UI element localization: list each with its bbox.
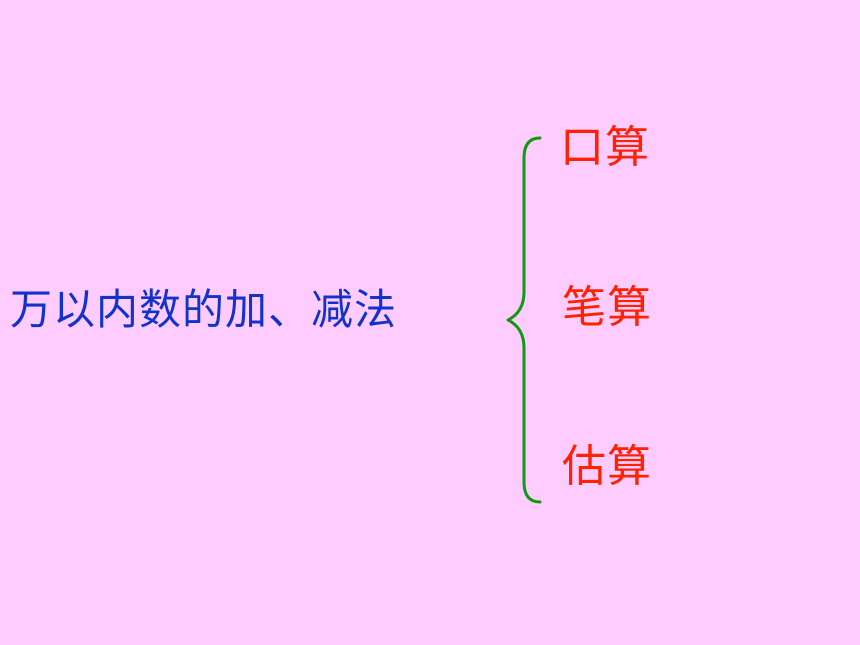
branch-estimation: 估算	[562, 441, 652, 492]
topic-label: 万以内数的加、减法	[10, 285, 398, 334]
brace-path	[506, 136, 542, 504]
curly-brace-icon	[506, 136, 542, 504]
branch-written-calculation: 笔算	[562, 282, 652, 333]
branch-mental-calculation: 口算	[560, 122, 650, 173]
